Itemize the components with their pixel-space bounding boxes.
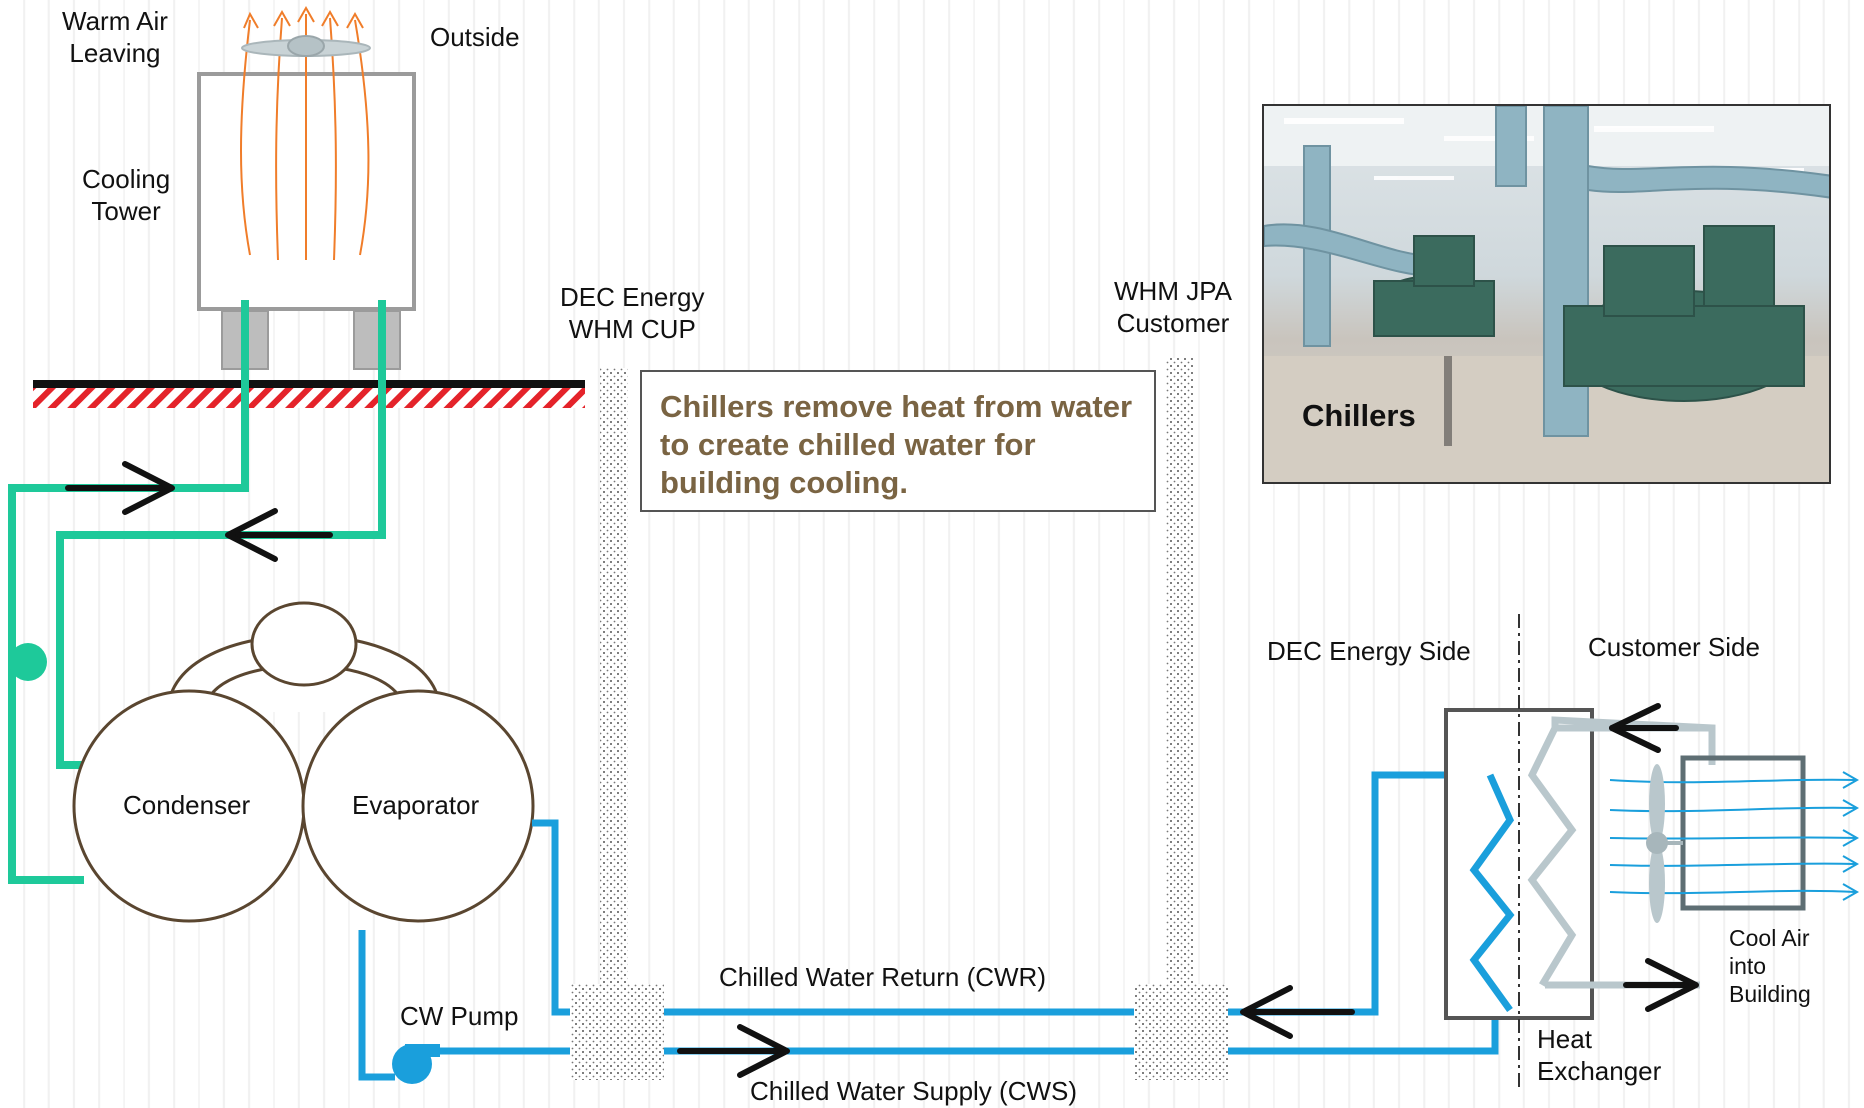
outside-label: Outside — [430, 22, 520, 52]
cooling-tower — [197, 5, 416, 370]
ground — [33, 380, 585, 408]
cw-pump-label: CW Pump — [400, 1001, 519, 1031]
chiller — [72, 601, 535, 923]
customer-side-label: Customer Side — [1588, 632, 1760, 662]
chillers-photo-label: Chillers — [1302, 398, 1416, 433]
chillers-photo-illustration — [1264, 106, 1829, 482]
heat-exchanger-icon — [1444, 614, 1594, 1090]
air-handler-icon — [1609, 755, 1860, 923]
condenser-water-loop — [8, 300, 386, 884]
fan-icon — [1646, 764, 1683, 923]
pump-icon — [392, 1044, 440, 1084]
flow-arrow-icon — [65, 461, 333, 562]
evaporator-label: Evaporator — [352, 790, 480, 820]
chillers-photo: Chillers — [1262, 104, 1831, 484]
dec-energy-side-label: DEC Energy Side — [1267, 636, 1471, 666]
chilled-water-return-label: Chilled Water Return (CWR) — [719, 962, 1046, 992]
chillers-note: Chillers remove heat from water to creat… — [640, 370, 1156, 512]
condenser-label: Condenser — [123, 790, 251, 820]
chilled-water-supply-label: Chilled Water Supply (CWS) — [750, 1076, 1078, 1106]
fan-icon — [241, 35, 371, 57]
property-boundaries — [570, 358, 1228, 1080]
flow-arrow-icon — [677, 985, 1355, 1078]
flow-arrow-icon — [1609, 703, 1699, 1012]
